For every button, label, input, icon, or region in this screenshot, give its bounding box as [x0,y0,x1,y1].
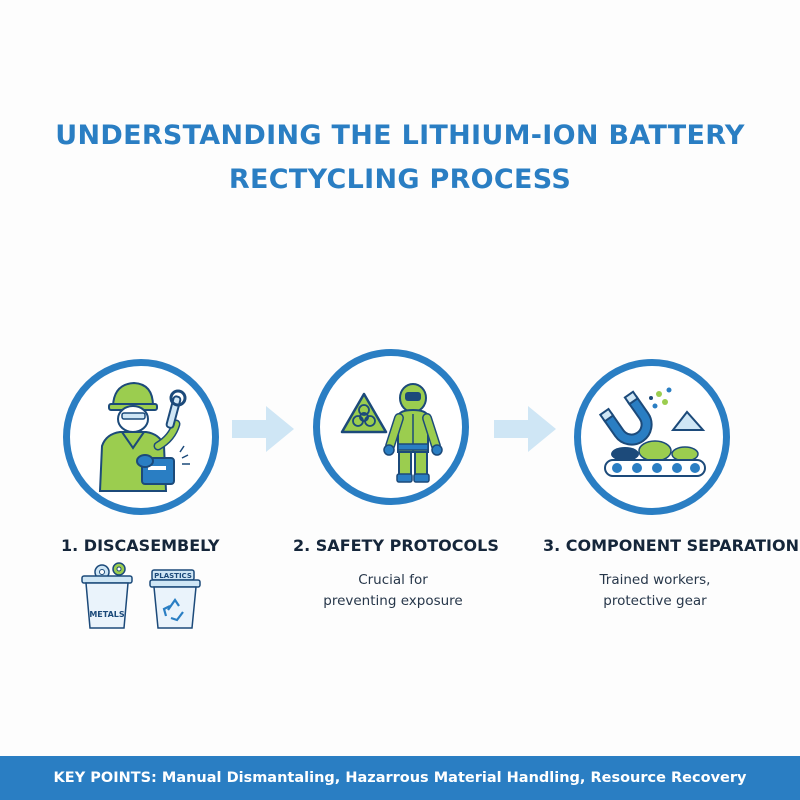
recycling-bins: METALS PLASTICS [81,562,201,629]
key-points-text: KEY POINTS: Manual Dismantaling, Hazarro… [53,770,747,786]
step-3-title: 3. COMPONENT SEPARATION [543,536,799,555]
step-3-description: Trained workers, protective gear [555,570,755,612]
step-1-circle [63,359,219,515]
arrow-right-icon [494,406,556,452]
worker-wrench-icon [98,381,190,492]
hazmat-suit-biohazard-icon [340,383,443,483]
step-3-circle [574,359,730,515]
recycle-icon [162,598,184,622]
step-2-description: Crucial for preventing exposure [293,570,493,612]
magnet-conveyor-icon [598,387,706,477]
plastics-bin: PLASTICS [149,569,201,629]
step-2-description-line-1: Crucial for [358,572,428,588]
arrow-right-icon [232,406,294,452]
step-3-description-line-1: Trained workers, [599,572,711,588]
step-2-description-line-2: preventing exposure [323,593,463,609]
plastics-bin-label: PLASTICS [154,572,192,580]
metals-bin: METALS [81,562,133,629]
page-title: UNDERSTANDING THE LITHIUM-ION BATTERY RE… [0,114,800,202]
title-line-1: UNDERSTANDING THE LITHIUM-ION BATTERY [55,120,745,151]
title-line-2: RECTYCLING PROCESS [228,164,572,195]
step-3-description-line-2: protective gear [603,593,707,609]
metals-bin-label: METALS [89,610,125,619]
step-2-title: 2. SAFETY PROTOCOLS [293,536,499,555]
key-points-footer: KEY POINTS: Manual Dismantaling, Hazarro… [0,756,800,800]
step-2-circle [313,349,469,505]
step-1-title: 1. DISCASEMBELY [61,536,220,555]
